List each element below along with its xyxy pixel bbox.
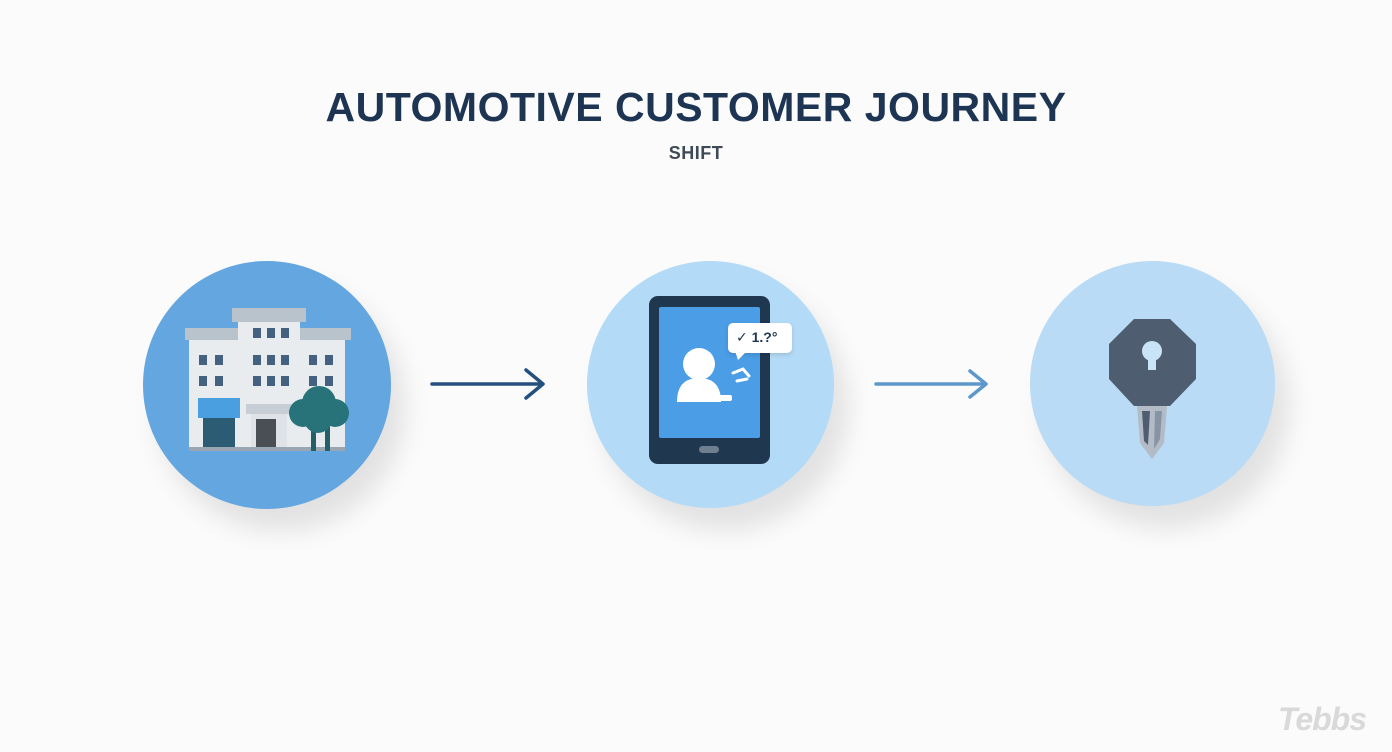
- diagram-subtitle: SHIFT: [668, 143, 724, 163]
- step-digital: ✓ 1.?°: [587, 261, 834, 508]
- rating-badge: ✓ 1.?°: [728, 323, 792, 353]
- arrow-right-icon: [430, 368, 545, 400]
- arrow-right-icon: [874, 369, 988, 399]
- badge-tail-icon: [735, 351, 747, 360]
- watermark-logo: Tebbs: [1277, 701, 1367, 737]
- diagram-title: AUTOMOTIVE CUSTOMER JOURNEY: [325, 84, 1067, 130]
- dealership-building-icon: [185, 308, 351, 451]
- tablet-profile-icon: [649, 296, 770, 464]
- step-dealership: [143, 261, 391, 509]
- rating-badge-text: ✓ 1.?°: [736, 329, 778, 345]
- step-ownership: [1030, 261, 1275, 506]
- car-key-icon: [1109, 319, 1196, 459]
